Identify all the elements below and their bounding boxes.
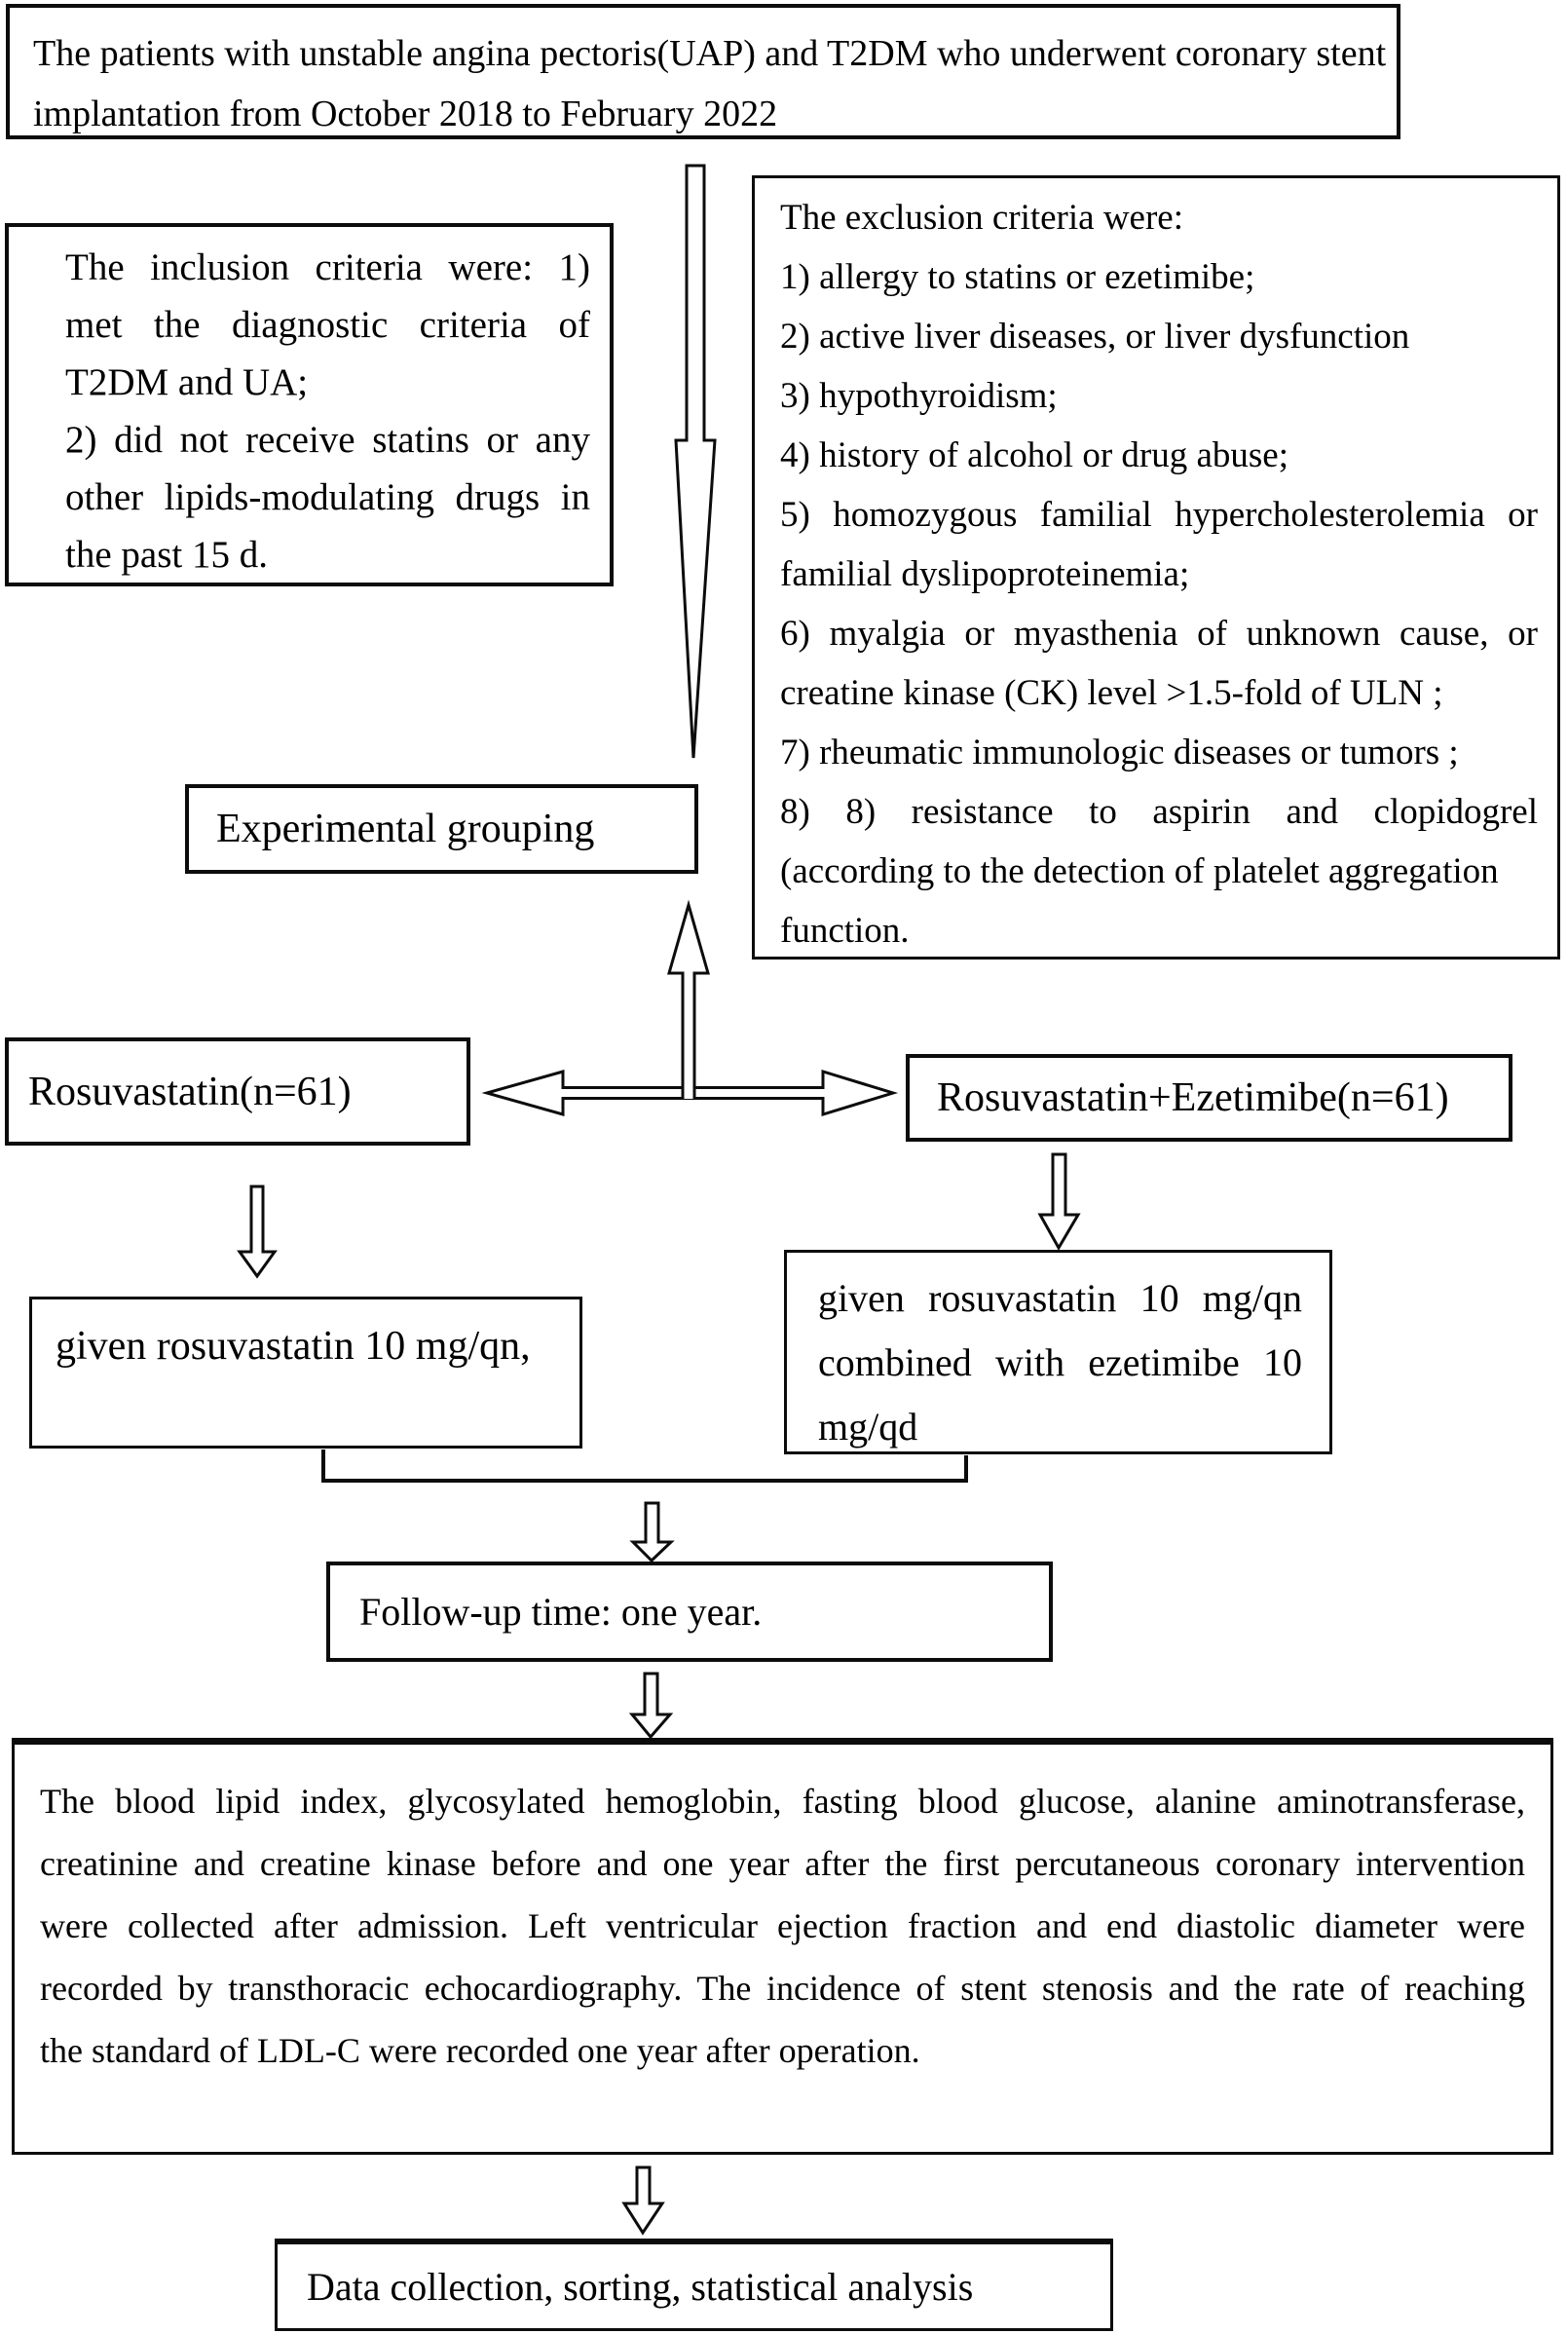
- text-line: The exclusion criteria were:: [780, 198, 1183, 238]
- inclusion-criteria-box: The inclusion criteria were: 1) met the d…: [5, 223, 614, 586]
- data-analysis-box: Data collection, sorting, statistical an…: [275, 2239, 1113, 2331]
- text-line: the past 15 d.: [65, 534, 268, 576]
- follow-up-box: Follow-up time: one year.: [326, 1562, 1053, 1662]
- split-left-right-arrow-icon: [481, 1069, 899, 1117]
- outcome-measures-box: The blood lipid index, glycosylated hemo…: [12, 1738, 1553, 2155]
- text-line: The blood lipid index, glycosylated hemo…: [40, 1782, 1525, 1821]
- outcomes-down-arrow-icon: [628, 1672, 674, 1740]
- text-line: creatine kinase (CK) level >1.5-fold of …: [780, 673, 1443, 713]
- experimental-grouping-label: Experimental grouping: [216, 807, 595, 851]
- text-line: 7) rheumatic immunologic diseases or tum…: [780, 733, 1459, 772]
- text-line: recorded by transthoracic echocardiograp…: [40, 1969, 1525, 2008]
- text-line: 4) history of alcohol or drug abuse;: [780, 435, 1288, 475]
- rosuvastatin-treatment-box: given rosuvastatin 10 mg/qn,: [29, 1297, 582, 1449]
- text-line: the standard of LDL-C were recorded one …: [40, 2031, 920, 2070]
- study-population-box: The patients with unstable angina pector…: [6, 4, 1400, 139]
- text-line: met the diagnostic criteria of: [65, 304, 590, 346]
- analysis-down-arrow-icon: [621, 2165, 665, 2236]
- experimental-grouping-box: Experimental grouping: [185, 784, 698, 874]
- combination-group-box: Rosuvastatin+Ezetimibe(n=61): [906, 1054, 1512, 1142]
- text-line: 1) allergy to statins or ezetimibe;: [780, 257, 1255, 297]
- text-line: implantation from October 2018 to Februa…: [33, 94, 778, 134]
- text-line: creatinine and creatine kinase before an…: [40, 1844, 1525, 1883]
- combination-treatment-box: given rosuvastatin 10 mg/qn combined with…: [784, 1250, 1332, 1454]
- text-line: function.: [780, 911, 910, 951]
- text-line: mg/qd: [818, 1405, 918, 1449]
- text-line: were collected after admission. Left ven…: [40, 1906, 1525, 1945]
- population-down-arrow-icon: [674, 164, 717, 759]
- text-line: 2) active liver diseases, or liver dysfu…: [780, 317, 1410, 357]
- text-line: (according to the detection of platelet …: [780, 851, 1499, 891]
- rosuvastatin-treatment-label: given rosuvastatin 10 mg/qn,: [56, 1324, 531, 1369]
- text-line: 8) 8) resistance to aspirin and clopidog…: [780, 792, 1538, 832]
- text-line: familial dyslipoproteinemia;: [780, 554, 1190, 594]
- text-line: given rosuvastatin 10 mg/qn: [818, 1276, 1302, 1320]
- text-line: 5) homozygous familial hypercholesterole…: [780, 495, 1538, 535]
- text-line: combined with ezetimibe 10: [818, 1340, 1302, 1384]
- text-line: The inclusion criteria were: 1): [65, 246, 590, 288]
- text-line: The patients with unstable angina pector…: [33, 33, 1387, 74]
- follow-up-label: Follow-up time: one year.: [359, 1590, 763, 1634]
- text-line: other lipids-modulating drugs in: [65, 476, 590, 518]
- rosuvastatin-group-box: Rosuvastatin(n=61): [5, 1037, 470, 1146]
- text-line: 3) hypothyroidism;: [780, 376, 1058, 416]
- text-line: T2DM and UA;: [65, 361, 309, 403]
- followup-down-arrow-icon: [629, 1501, 675, 1563]
- right-group-down-arrow-icon: [1037, 1152, 1081, 1252]
- text-line: 6) myalgia or myasthenia of unknown caus…: [780, 614, 1538, 654]
- data-analysis-label: Data collection, sorting, statistical an…: [307, 2264, 974, 2309]
- rosuvastatin-group-label: Rosuvastatin(n=61): [28, 1069, 352, 1114]
- combination-group-label: Rosuvastatin+Ezetimibe(n=61): [937, 1075, 1449, 1120]
- exclusion-criteria-box: The exclusion criteria were: 1) allergy t…: [752, 175, 1560, 960]
- junction-up-arrow-icon: [667, 899, 710, 1099]
- text-line: 2) did not receive statins or any: [65, 419, 590, 461]
- left-group-down-arrow-icon: [237, 1185, 278, 1279]
